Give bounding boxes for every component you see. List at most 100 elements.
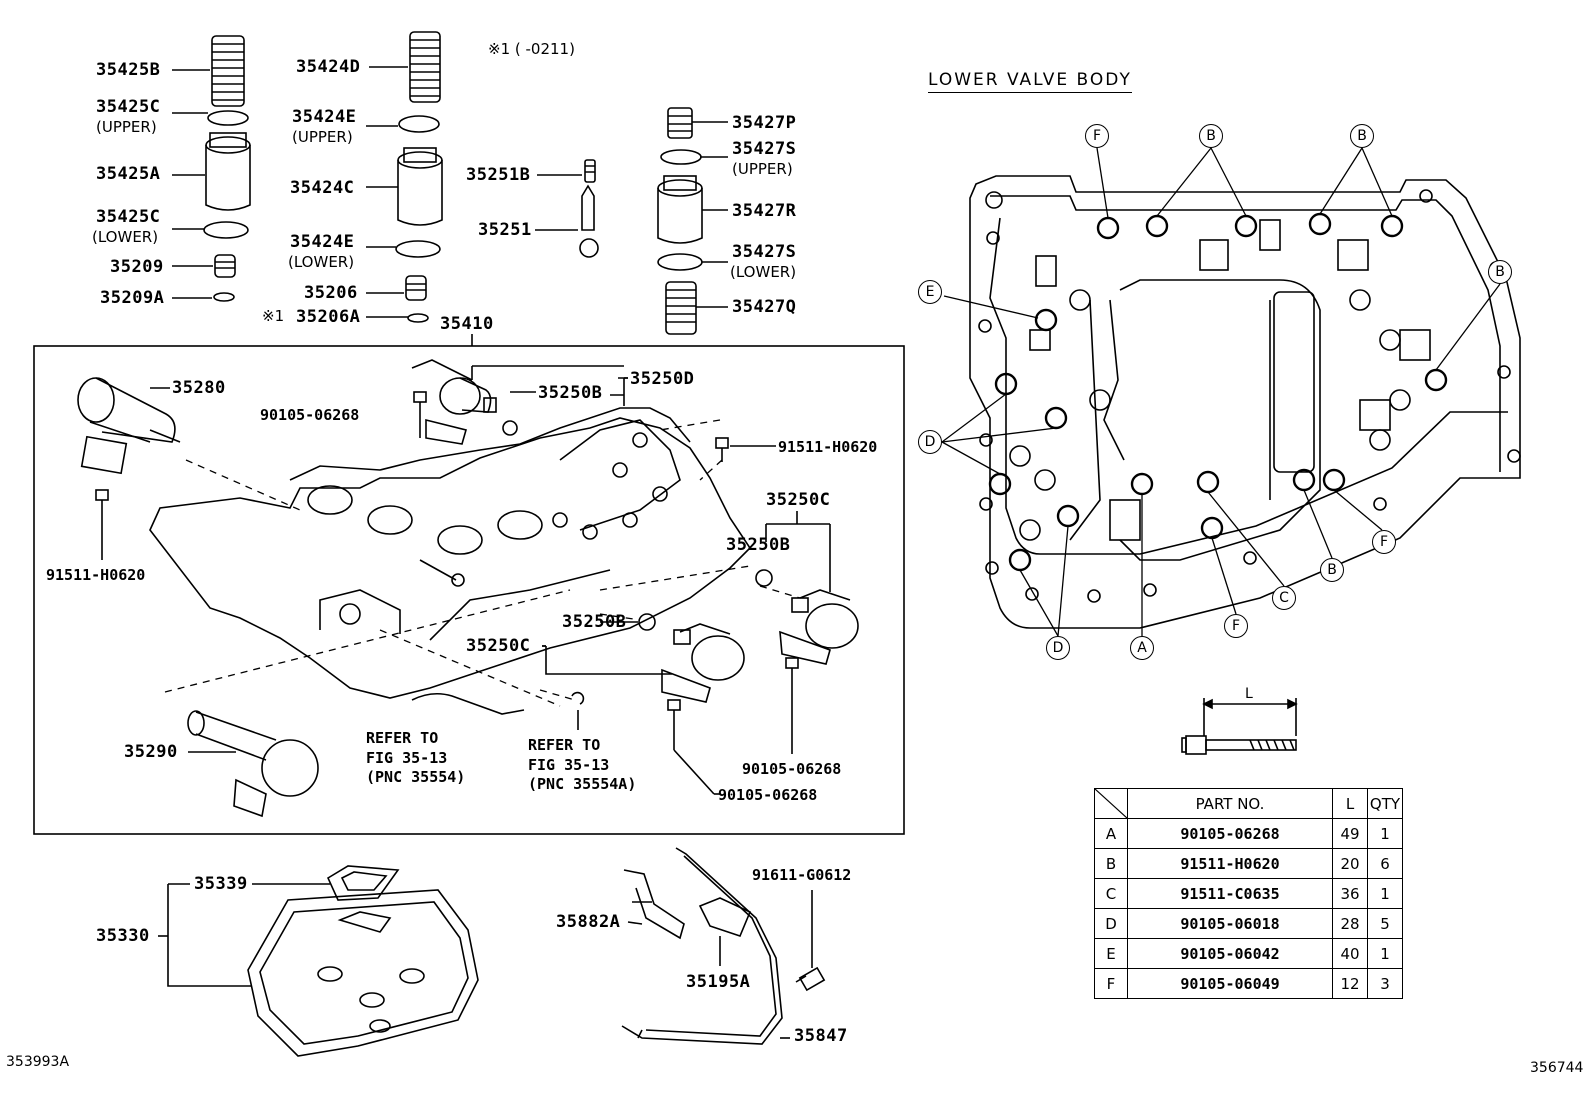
diagonal-slash <box>1095 789 1127 818</box>
bolt-91511-h0620-b: 91511-H0620 <box>46 566 146 584</box>
row-qty: 3 <box>1367 968 1403 999</box>
part-35427q: 35427Q <box>732 297 797 317</box>
bolt-91511-left <box>95 489 109 560</box>
clip-35206a <box>407 313 429 323</box>
part-35251: 35251 <box>478 220 532 240</box>
refer-b-line3: (PNC 35554A) <box>528 775 637 793</box>
callout-e: E <box>918 280 942 304</box>
row-key: C <box>1094 878 1128 909</box>
row-key: A <box>1094 818 1128 849</box>
oring-35427s-lower <box>657 253 703 271</box>
part-35250b-c: 35250B <box>562 612 627 632</box>
refer-note-35554a: REFER TO FIG 35-13 (PNC 35554A) <box>528 736 636 795</box>
upper-note-a: (UPPER) <box>96 118 157 136</box>
refer-note-35554: REFER TO FIG 35-13 (PNC 35554) <box>366 729 465 788</box>
pipe-35847-drawing <box>621 847 783 1045</box>
part-35425b: 35425B <box>96 60 161 80</box>
row-part: 90105-06018 <box>1127 908 1333 939</box>
bolt-90105-06268-a: 90105-06268 <box>260 406 360 424</box>
part-35339: 35339 <box>194 874 248 894</box>
part-35425c-upper: 35425C <box>96 97 161 117</box>
table-row: F 90105-06049 12 3 <box>1094 968 1403 999</box>
callout-d-1: D <box>918 430 942 454</box>
row-key: E <box>1094 938 1128 969</box>
table-row: B 91511-H0620 20 6 <box>1094 848 1403 879</box>
header-qty: QTY <box>1367 788 1403 819</box>
upper-note-c: (UPPER) <box>732 160 793 178</box>
bolt-90105-lower <box>667 699 715 795</box>
callout-f-1: F <box>1085 124 1109 148</box>
part-35206: 35206 <box>304 283 358 303</box>
bolt-91611-g0612: 91611-G0612 <box>752 866 852 884</box>
row-length: 36 <box>1332 878 1368 909</box>
figure-code-right: 356744 <box>1530 1060 1584 1076</box>
table-row: A 90105-06268 49 1 <box>1094 818 1403 849</box>
table-corner-cell <box>1094 788 1128 819</box>
row-key: B <box>1094 848 1128 879</box>
solenoid-35250c-lower-drawing <box>638 613 745 703</box>
part-35425a: 35425A <box>96 164 161 184</box>
bolt-91511-right <box>715 437 729 462</box>
pin-35251-drawing <box>579 159 599 258</box>
callout-b-3: B <box>1488 260 1512 284</box>
applicability-note: ※1 ( -0211) <box>488 40 575 58</box>
part-35250b-b: 35250B <box>726 535 791 555</box>
part-35251b: 35251B <box>466 165 531 185</box>
lower-valve-body-drawing <box>969 175 1521 629</box>
ball-35250b-a <box>502 420 518 436</box>
bolt-markers <box>988 212 1448 572</box>
callout-d-2: D <box>1046 636 1070 660</box>
spring-35427q-drawing <box>665 281 697 335</box>
row-length: 49 <box>1332 818 1368 849</box>
solenoid-35250c-right-drawing <box>755 569 859 665</box>
part-35424e-upper: 35424E <box>292 107 357 127</box>
row-qty: 1 <box>1367 818 1403 849</box>
wire-35554 <box>411 692 525 715</box>
part-35209a: 35209A <box>100 288 165 308</box>
spring-35424d-drawing <box>409 31 441 103</box>
part-35250c-b: 35250C <box>466 636 531 656</box>
bolt-91611-drawing <box>795 966 826 992</box>
bolt-90105-right <box>785 657 799 754</box>
part-35427s-upper: 35427S <box>732 139 797 159</box>
part-35410: 35410 <box>440 314 494 334</box>
callout-f-2: F <box>1224 614 1248 638</box>
plug-35206-drawing <box>405 275 427 301</box>
plug-35209-drawing <box>214 254 236 278</box>
bolt-90105-06268-b: 90105-06268 <box>742 760 842 778</box>
table-row: D 90105-06018 28 5 <box>1094 908 1403 939</box>
part-35280: 35280 <box>172 378 226 398</box>
part-35330: 35330 <box>96 926 150 946</box>
bolt-length-label: L <box>1245 686 1253 702</box>
lower-note-a: (LOWER) <box>92 228 159 246</box>
bolt-length-drawing <box>1181 698 1298 755</box>
part-35427r: 35427R <box>732 201 797 221</box>
refer-a-line2: FIG 35-13 <box>366 748 448 767</box>
part-35427p: 35427P <box>732 113 797 133</box>
row-key: F <box>1094 968 1128 999</box>
valve-body-assembly-frame <box>33 345 905 835</box>
pipe-35882a-drawing <box>623 869 685 940</box>
refer-a-line3: (PNC 35554) <box>366 768 466 786</box>
refer-b-line1: REFER TO <box>528 736 601 754</box>
strainer-35330-drawing <box>247 889 479 1057</box>
part-35290: 35290 <box>124 742 178 762</box>
row-part: 90105-06268 <box>1127 818 1333 849</box>
row-part: 90105-06049 <box>1127 968 1333 999</box>
row-length: 40 <box>1332 938 1368 969</box>
part-35424d: 35424D <box>296 57 361 77</box>
sleeve-35425a-drawing <box>205 132 251 211</box>
oring-35425c-upper <box>207 110 249 126</box>
row-qty: 5 <box>1367 908 1403 939</box>
callout-c: C <box>1272 586 1296 610</box>
lower-valve-body-title: LOWER VALVE BODY <box>928 70 1132 93</box>
bolt-91511-h0620-a: 91511-H0620 <box>778 438 878 456</box>
callout-b-1: B <box>1199 124 1223 148</box>
part-35250d: 35250D <box>630 369 695 389</box>
row-qty: 6 <box>1367 848 1403 879</box>
upper-note-b: (UPPER) <box>292 128 353 146</box>
row-length: 20 <box>1332 848 1368 879</box>
part-35250c-a: 35250C <box>766 490 831 510</box>
